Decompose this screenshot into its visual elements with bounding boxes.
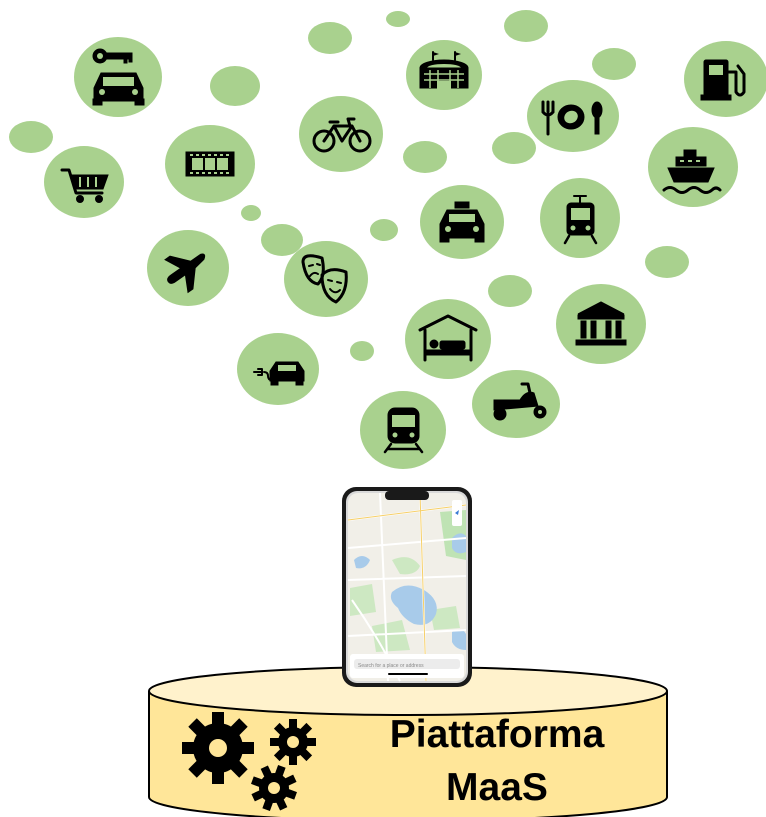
tram-bubble (540, 178, 620, 258)
electric-car-icon (253, 361, 305, 386)
phone-map-screen: Search for a place or address (347, 492, 467, 682)
maas-platform (148, 666, 668, 817)
hotel-icon (418, 314, 478, 362)
museum-icon (575, 301, 627, 346)
airplane-icon (164, 253, 206, 294)
museum-bubble (556, 284, 646, 364)
airplane-bubble (147, 230, 229, 306)
fuel-pump-icon (700, 59, 746, 101)
scooter-bubble (472, 370, 560, 438)
restaurant-bubble (527, 80, 619, 152)
smartphone: Search for a place or address (342, 487, 472, 687)
platform-title-line2: MaaS (446, 766, 548, 809)
cart-bubble (44, 146, 124, 218)
shopping-cart-icon (60, 168, 109, 203)
gears-icon (182, 712, 316, 811)
ferry-icon (662, 149, 722, 194)
bicycle-bubble (299, 96, 383, 172)
platform-title-line1: Piattaforma (389, 713, 605, 756)
restaurant-icon (541, 100, 603, 136)
car-rental-bubble (74, 37, 162, 117)
ferry-bubble (648, 127, 738, 207)
train-icon (383, 407, 424, 454)
car-rental-icon (92, 48, 145, 106)
theater-bubble (284, 241, 368, 317)
scooter-icon (493, 382, 547, 421)
fuel-bubble (684, 41, 766, 117)
film-strip-icon (185, 151, 235, 177)
taxi-icon (439, 201, 485, 243)
tram-icon (563, 195, 598, 245)
bicycle-icon (312, 117, 372, 153)
film-bubble (165, 125, 255, 203)
stadium-bubble (406, 40, 482, 110)
taxi-bubble (420, 185, 504, 259)
hotel-bubble (405, 299, 491, 379)
ev-bubble (237, 333, 319, 405)
decorative-bubbles (9, 10, 689, 361)
stadium-icon (419, 51, 469, 89)
phone-search-placeholder: Search for a place or address (358, 663, 424, 669)
theater-masks-icon (301, 254, 348, 304)
train-bubble (360, 391, 446, 469)
